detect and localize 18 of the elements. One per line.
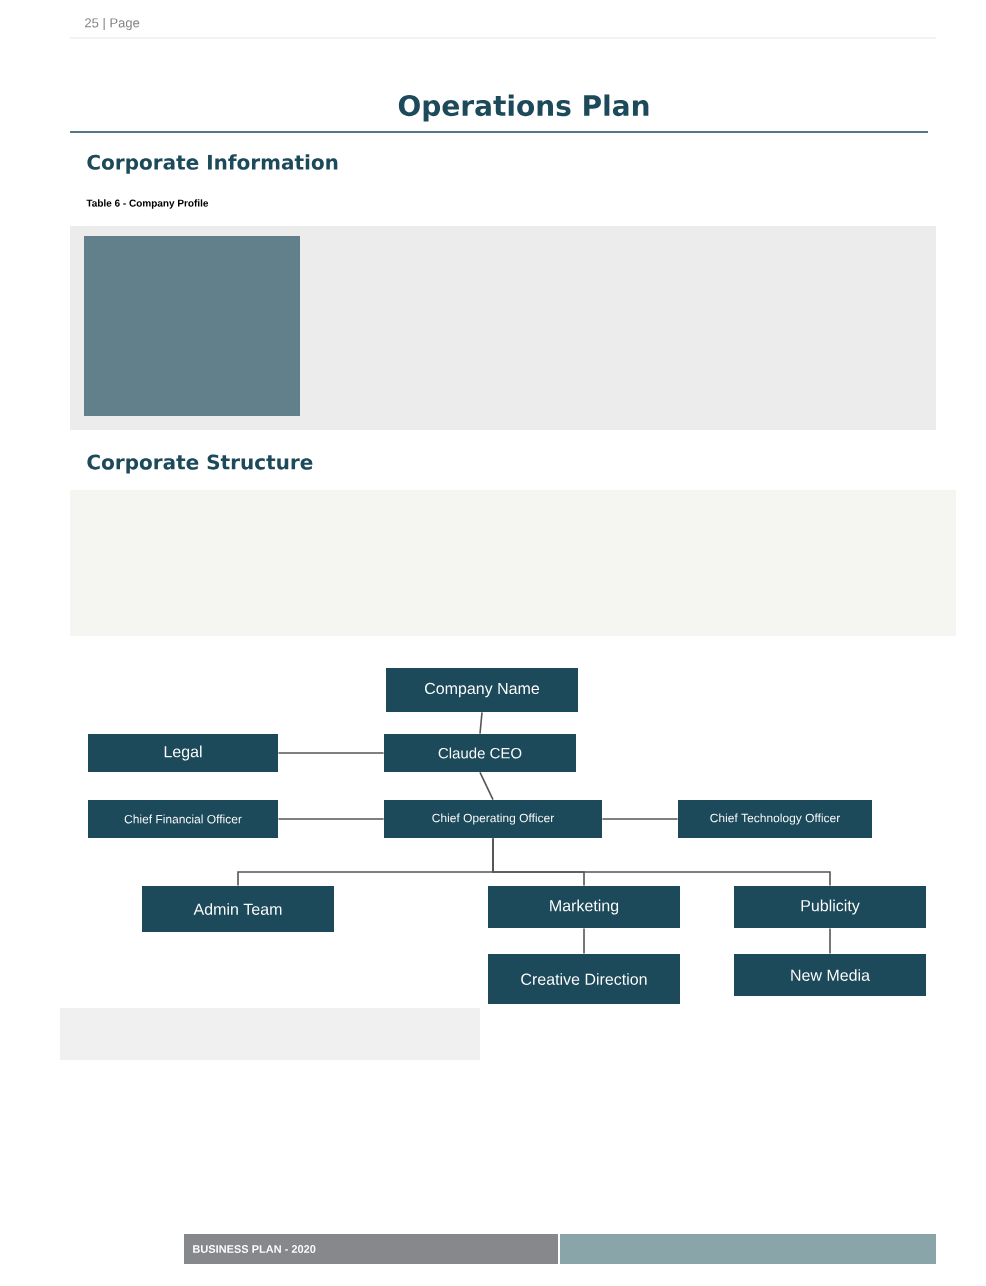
page-title: Operations Plan — [398, 94, 649, 122]
connector-line — [583, 927, 585, 955]
connector-line — [479, 711, 483, 735]
org-box: Creative Direction — [488, 954, 680, 1004]
org-box: New Media — [734, 954, 926, 996]
connector-line — [601, 818, 679, 820]
connector-line — [829, 927, 831, 955]
org-box: Legal — [88, 734, 278, 772]
org-box: Company Name — [386, 668, 578, 712]
connector-line — [479, 771, 494, 801]
org-box: Publicity — [734, 886, 926, 928]
section-heading: Corporate Structure — [87, 454, 313, 474]
connector-line — [277, 818, 385, 820]
org-box: Marketing — [488, 886, 680, 928]
org-box: Admin Team — [142, 886, 334, 932]
connector-line — [277, 752, 385, 754]
section-heading: Corporate Information — [87, 154, 338, 174]
connector-line — [492, 837, 831, 887]
